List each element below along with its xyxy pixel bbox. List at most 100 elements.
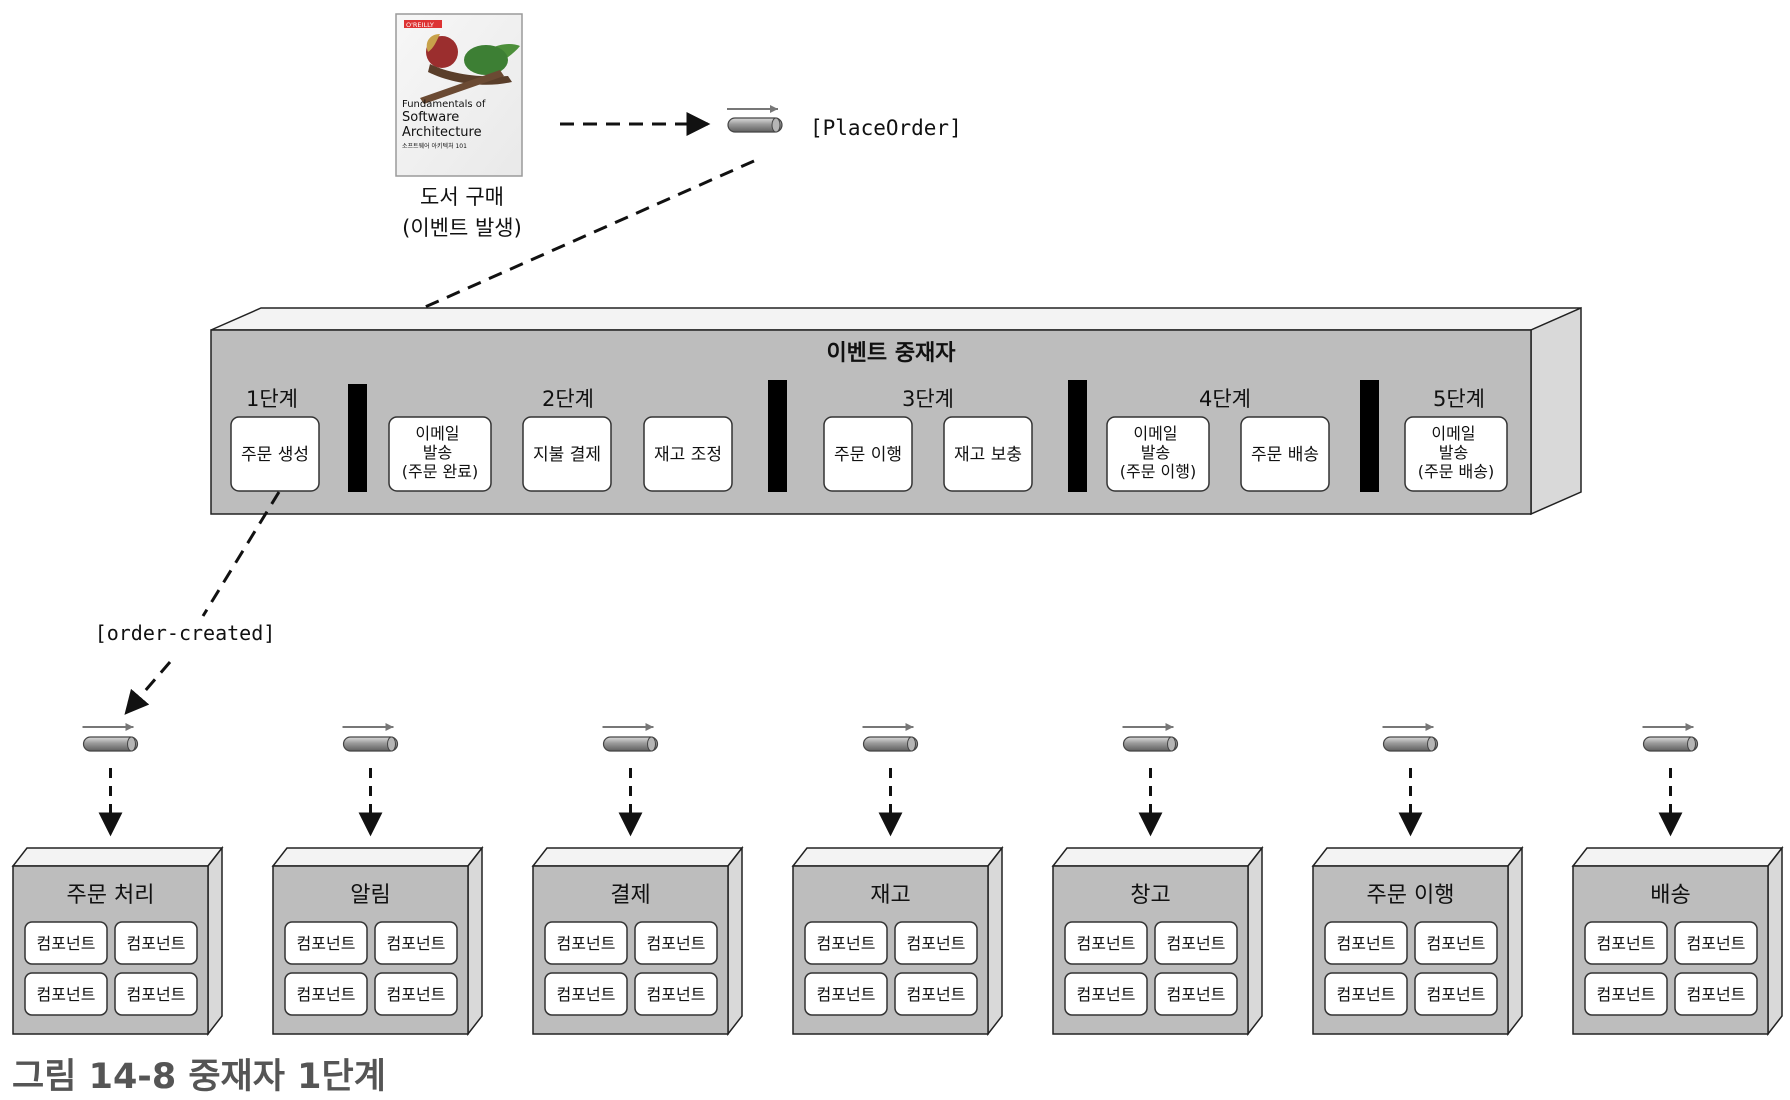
component-label: 컴포넌트 — [1167, 985, 1226, 1004]
step-4-label: 4단계 — [1199, 387, 1251, 411]
component-box — [1414, 972, 1498, 1016]
component-box — [1674, 921, 1758, 965]
service-side-face — [207, 845, 223, 1037]
place-order-queue-icon — [727, 105, 783, 133]
task-label-line: (주문 완료) — [402, 462, 478, 481]
component-box — [544, 921, 628, 965]
task-label-line: 발송 — [1439, 443, 1468, 462]
mediator-task: 주문 생성 — [230, 416, 320, 492]
step-divider — [348, 384, 367, 492]
service-side-face — [1767, 845, 1783, 1037]
dashed-arrow-label-to-queue — [124, 661, 172, 715]
service-name: 배송 — [1650, 883, 1690, 908]
service-queue-icon — [602, 723, 659, 752]
component-box — [544, 972, 628, 1016]
task-label: 재고 보충 — [954, 445, 1022, 465]
book-subtitle: 소프트웨어 아키텍처 101 — [402, 142, 467, 150]
mediator-side-face — [1530, 306, 1582, 516]
publisher-badge — [404, 20, 442, 28]
service-top-face — [1051, 847, 1264, 867]
mediator-task: 이메일 발송 (주문 완료) — [388, 416, 492, 492]
task-label: 재고 조정 — [654, 445, 722, 465]
task-label-line: (주문 배송) — [1418, 462, 1494, 481]
component-label: 컴포넌트 — [1687, 934, 1746, 953]
task-label: 주문 배송 — [1251, 445, 1319, 465]
mediator-task: 재고 조정 — [643, 416, 733, 492]
book-title-line-1: Fundamentals of — [402, 99, 486, 110]
component-box — [114, 921, 198, 965]
task-label-line: 이메일 — [1431, 424, 1475, 443]
task-label: 이메일 발송 (주문 배송) — [1418, 424, 1494, 481]
component-label: 컴포넌트 — [907, 985, 966, 1004]
component-box — [804, 972, 888, 1016]
mediator-task: 이메일 발송 (주문 배송) — [1404, 416, 1508, 492]
component-label: 컴포넌트 — [297, 985, 356, 1004]
dashed-arrow-queue-to-mediator — [305, 159, 755, 362]
service-top-face — [791, 847, 1004, 867]
service-queue-icon — [1642, 723, 1699, 752]
book-caption-line-2: (이벤트 발생) — [402, 216, 522, 240]
step-divider — [1360, 380, 1379, 492]
mediator-task: 주문 이행 — [823, 416, 913, 492]
component-box — [1154, 972, 1238, 1016]
bird-illustration — [420, 34, 520, 104]
component-label: 컴포넌트 — [1597, 985, 1656, 1004]
component-box — [1064, 972, 1148, 1016]
component-box — [1674, 972, 1758, 1016]
service-name: 주문 이행 — [1367, 883, 1455, 908]
component-box — [1584, 972, 1668, 1016]
service-side-face — [1247, 845, 1263, 1037]
service-name: 창고 — [1130, 883, 1170, 908]
component-box — [1414, 921, 1498, 965]
service-top-face — [271, 847, 484, 867]
task-label-line: 발송 — [423, 443, 452, 462]
component-box — [634, 921, 718, 965]
service-side-face — [1507, 845, 1523, 1037]
task-label-line: (주문 이행) — [1120, 462, 1196, 481]
component-box — [894, 921, 978, 965]
component-label: 컴포넌트 — [387, 934, 446, 953]
service-side-face — [727, 845, 743, 1037]
component-label: 컴포넌트 — [1167, 934, 1226, 953]
step-1-label: 1단계 — [246, 387, 298, 411]
book-title-line-3: Architecture — [402, 125, 482, 140]
service-name: 알림 — [350, 883, 390, 908]
component-label: 컴포넌트 — [1427, 985, 1486, 1004]
service-name: 결제 — [610, 883, 650, 908]
step-3-label: 3단계 — [902, 387, 954, 411]
step-divider — [1068, 380, 1087, 492]
book-cover: O'REILLY Fundamentals of Software Archit… — [395, 13, 523, 177]
component-label: 컴포넌트 — [1337, 985, 1396, 1004]
step-divider — [768, 380, 787, 492]
component-box — [374, 972, 458, 1016]
component-box — [634, 972, 718, 1016]
service-side-face — [467, 845, 483, 1037]
component-label: 컴포넌트 — [37, 934, 96, 953]
component-label: 컴포넌트 — [557, 934, 616, 953]
component-label: 컴포넌트 — [1077, 934, 1136, 953]
mediator-title: 이벤트 중재자 — [826, 341, 956, 366]
service-top-face — [531, 847, 744, 867]
component-label: 컴포넌트 — [907, 934, 966, 953]
component-label: 컴포넌트 — [1427, 934, 1486, 953]
component-box — [1584, 921, 1668, 965]
place-order-label: [PlaceOrder] — [810, 116, 962, 140]
step-2-label: 2단계 — [542, 387, 594, 411]
component-box — [114, 972, 198, 1016]
service-name: 재고 — [870, 883, 910, 908]
component-label: 컴포넌트 — [127, 985, 186, 1004]
component-box — [284, 972, 368, 1016]
component-label: 컴포넌트 — [1597, 934, 1656, 953]
service-name: 주문 처리 — [67, 883, 155, 908]
order-created-label: [order-created] — [95, 621, 276, 645]
mediator-task: 주문 배송 — [1240, 416, 1330, 492]
component-label: 컴포넌트 — [37, 985, 96, 1004]
task-label: 지불 결제 — [533, 445, 601, 465]
